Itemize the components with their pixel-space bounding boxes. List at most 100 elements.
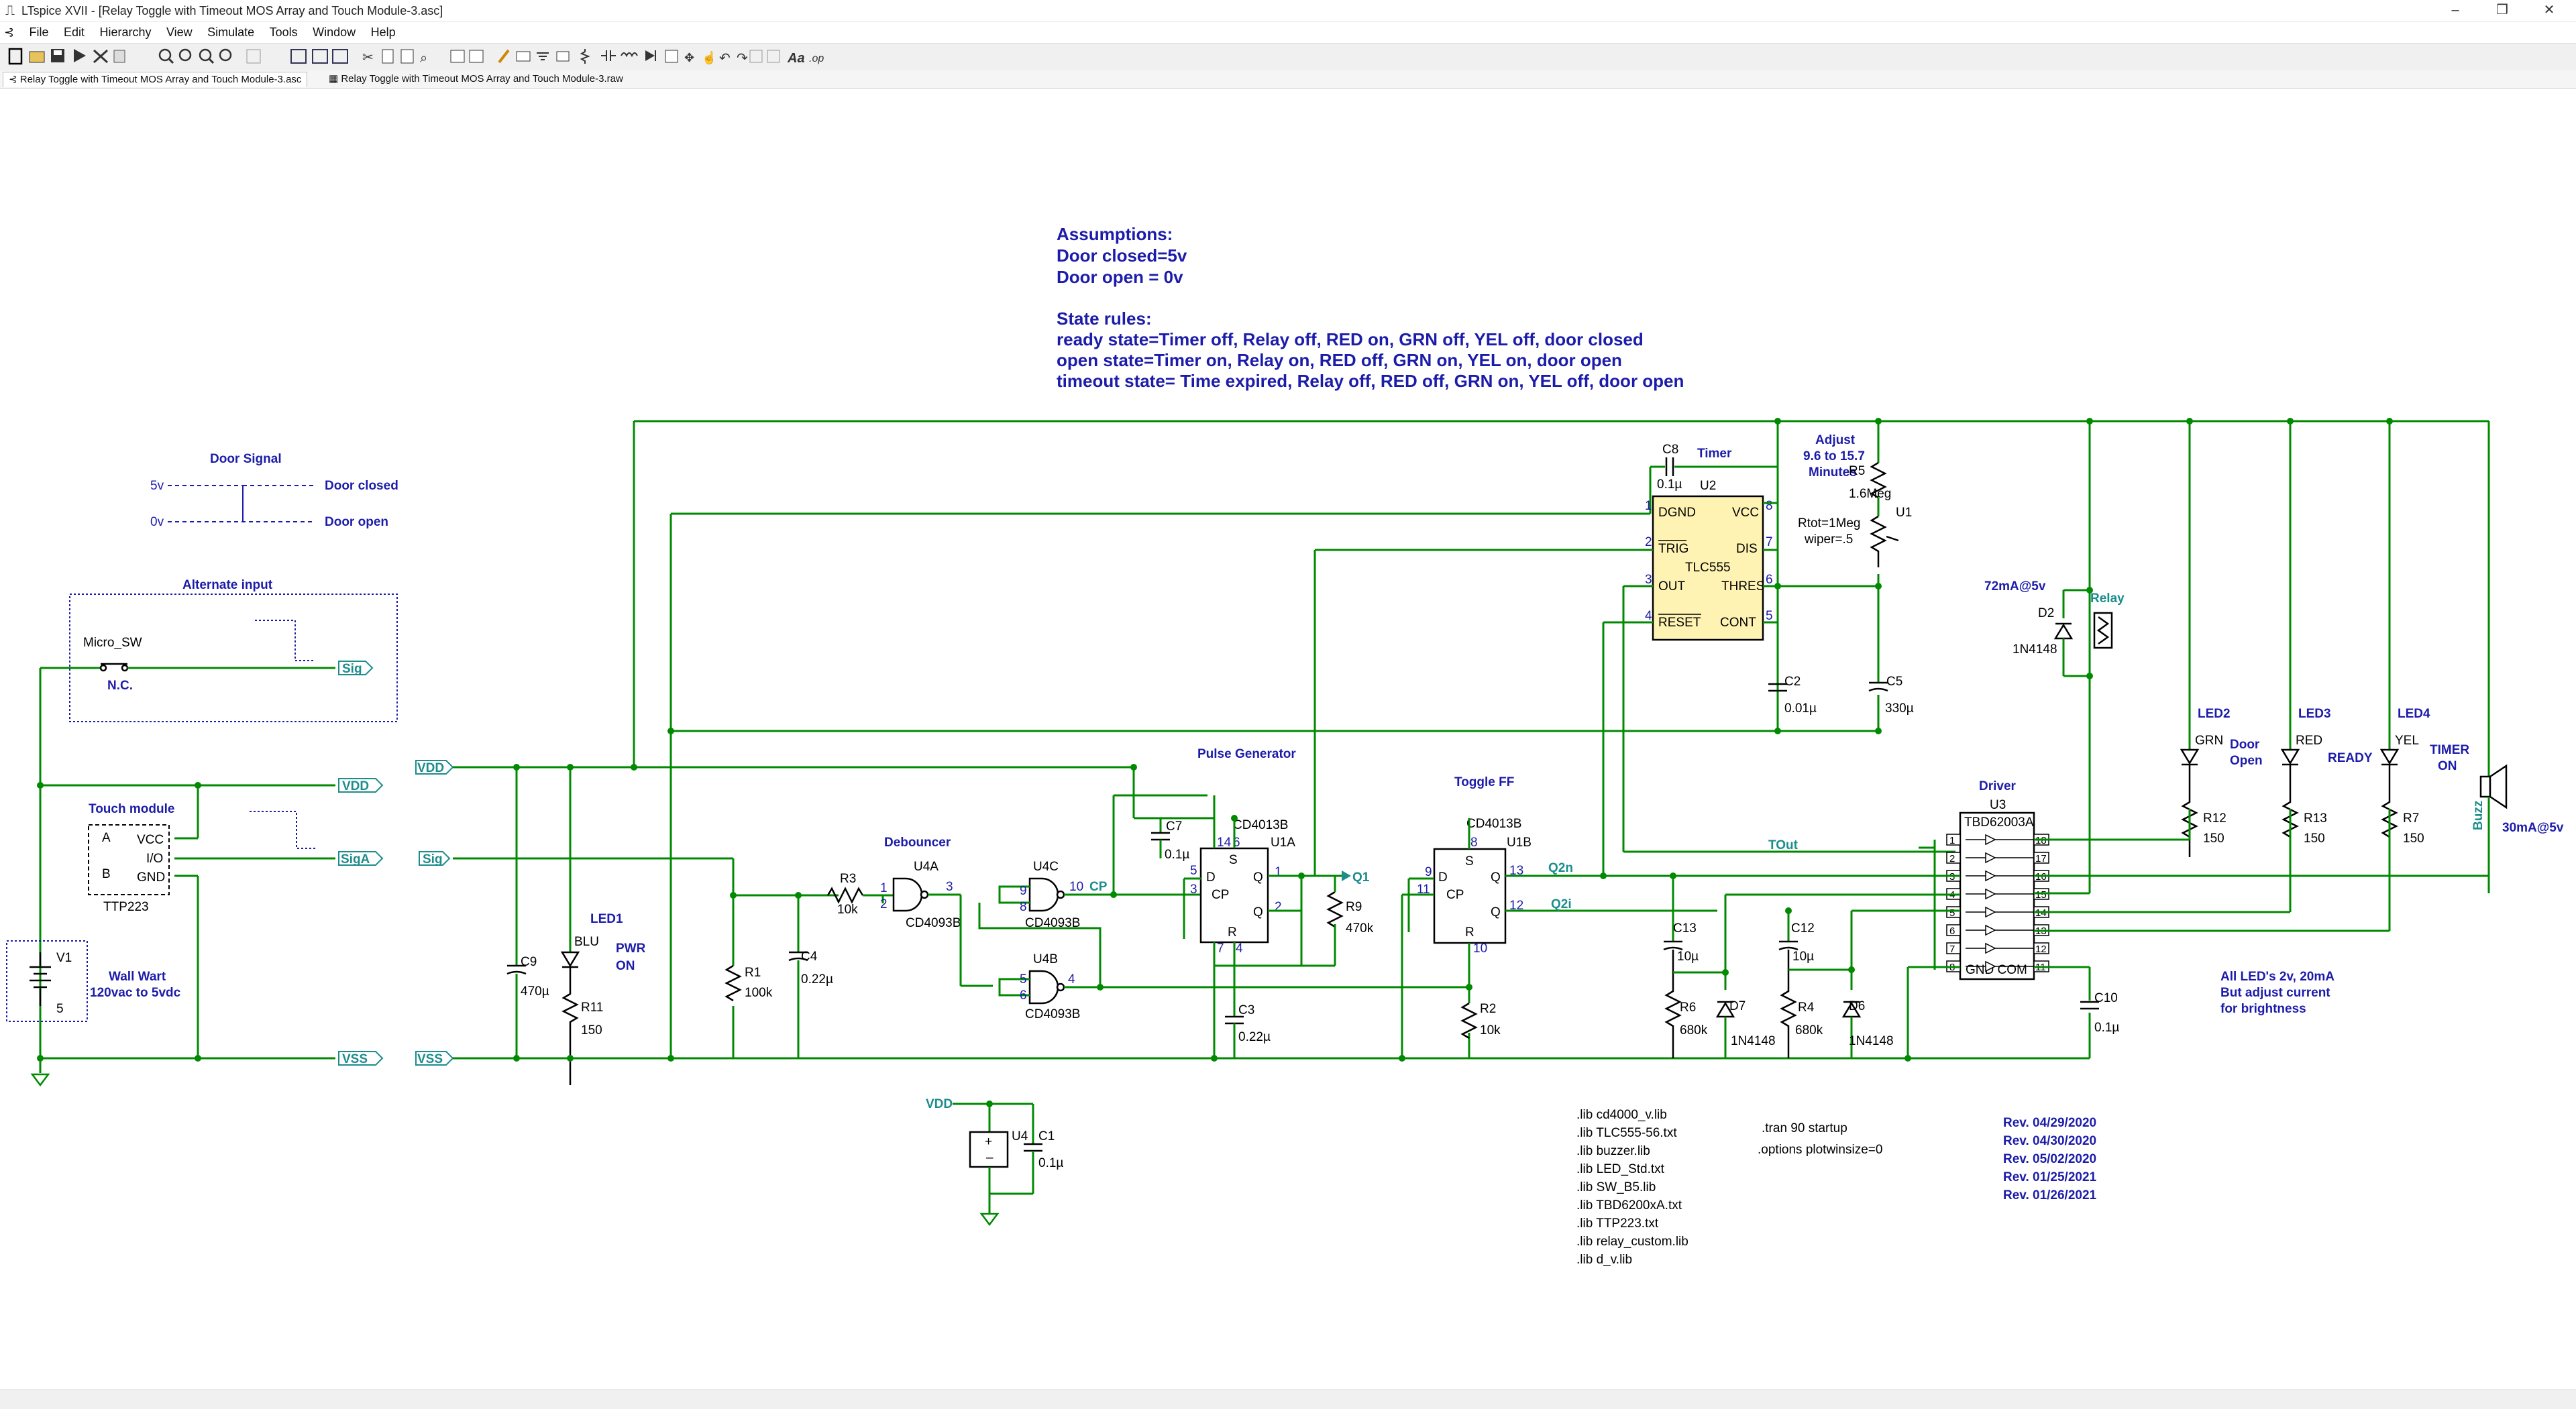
- timer-tlc555[interactable]: DGND VCC TRIG DIS TLC555 OUT THRES RESET…: [1645, 479, 1773, 641]
- net-label-sig-2: Sig: [419, 851, 451, 866]
- svg-text:C5: C5: [1886, 675, 1902, 689]
- resistor-r6[interactable]: R6 680k: [1664, 950, 1708, 1058]
- ground-icon[interactable]: [537, 52, 549, 60]
- flipflop-u1a[interactable]: S D CP Q Q R CD4013B U1A 14 6 5 3 1 2 7 …: [1190, 818, 1295, 956]
- potentiometer-u1[interactable]: U1: [1870, 506, 1912, 567]
- zoom-in-icon[interactable]: [158, 48, 174, 64]
- move-icon[interactable]: ✥: [684, 51, 694, 64]
- resistor-r1[interactable]: R1 100k: [724, 964, 773, 1002]
- component-icon[interactable]: [665, 50, 678, 63]
- spice-directive-icon[interactable]: .op: [809, 53, 824, 64]
- nand-u4c[interactable]: U4C CD4093B: [1025, 860, 1080, 930]
- find-icon[interactable]: ⌕: [420, 51, 427, 66]
- resistor-r3[interactable]: R3 10k: [826, 872, 864, 917]
- tile-icon[interactable]: [290, 49, 307, 64]
- menu-file[interactable]: File: [29, 25, 49, 39]
- menu-help[interactable]: Help: [370, 25, 396, 39]
- close-button[interactable]: ✕: [2543, 3, 2555, 17]
- cut-icon[interactable]: ✂: [362, 50, 374, 65]
- nand-u4b[interactable]: U4B CD4093B: [1025, 952, 1080, 1021]
- svg-text:7: 7: [1949, 944, 1955, 955]
- svg-text:12: 12: [1509, 899, 1523, 913]
- touch-module[interactable]: Touch module A B VCC I/O GND TTP223: [88, 802, 317, 914]
- led4-yellow[interactable]: LED4 YEL TIMER ON R7 150: [2379, 418, 2469, 857]
- resistor-r9[interactable]: R9 470k: [1326, 876, 1374, 966]
- undo-icon[interactable]: ↶: [719, 51, 731, 66]
- text-icon[interactable]: Aa: [787, 51, 805, 66]
- pan-icon[interactable]: [178, 48, 192, 62]
- halt-icon[interactable]: [93, 49, 109, 64]
- svg-text:READY: READY: [2328, 751, 2373, 765]
- resistor-r5[interactable]: R5 1.6Meg: [1849, 461, 1891, 516]
- resistor-r4[interactable]: R4 680k: [1780, 950, 1823, 1058]
- svg-text:All LED's 2v, 20mA: All LED's 2v, 20mA: [2220, 970, 2334, 984]
- menu-hierarchy[interactable]: Hierarchy: [99, 25, 152, 39]
- capacitor-c2[interactable]: C2 0.01µ: [1768, 675, 1817, 716]
- print-icon[interactable]: [469, 50, 484, 63]
- u4-supply-group[interactable]: VDD + – U4 C1 0.1µ: [926, 1097, 1063, 1227]
- tile-vert-icon[interactable]: [332, 49, 348, 64]
- menu-tools[interactable]: Tools: [269, 25, 298, 39]
- copy-icon[interactable]: [382, 49, 394, 64]
- inductor-icon[interactable]: [621, 52, 638, 58]
- diode-d7[interactable]: D7 1N4148: [1673, 895, 1776, 1058]
- restore-button[interactable]: ❐: [2496, 3, 2508, 17]
- open-icon[interactable]: [29, 51, 45, 63]
- label-net-icon[interactable]: [516, 51, 531, 62]
- capacitor-c3[interactable]: C3 0.22µ: [1225, 966, 1271, 1058]
- grid-icon[interactable]: [246, 49, 261, 64]
- led3-red[interactable]: LED3 RED READY R13 150: [2280, 418, 2373, 857]
- resistor-r11[interactable]: R11 150: [561, 967, 603, 1085]
- save-icon[interactable]: [51, 49, 64, 62]
- new-schematic-icon[interactable]: [8, 48, 23, 65]
- tab-raw[interactable]: ▦ Relay Toggle with Timeout MOS Array an…: [329, 73, 623, 84]
- drag-icon[interactable]: ☝: [702, 50, 716, 65]
- driver-tbd62003a[interactable]: U3 TBD62003A GND COM: [1959, 798, 2035, 980]
- svg-text:120vac to 5vdc: 120vac to 5vdc: [90, 986, 181, 1000]
- svg-text:30mA@5v: 30mA@5v: [2502, 821, 2564, 835]
- wall-wart-source[interactable]: V1 5 Wall Wart 120vac to 5vdc: [6, 940, 181, 1087]
- diode-d6[interactable]: D6 1N4148: [1788, 911, 1894, 1058]
- menu-view[interactable]: View: [166, 25, 193, 39]
- run-icon[interactable]: [74, 49, 86, 62]
- flipflop-u1b[interactable]: S D CP Q Q R CD4013B U1B 8 9 11 13 12 10: [1417, 817, 1532, 956]
- mdi-icon[interactable]: ⊰: [4, 25, 15, 39]
- window-title: LTspice XVII - [Relay Toggle with Timeou…: [21, 4, 443, 17]
- capacitor-c5[interactable]: C5 330µ: [1868, 675, 1914, 716]
- capacitor-icon[interactable]: [601, 50, 616, 61]
- resistor-icon[interactable]: [580, 49, 590, 64]
- pencil-icon[interactable]: [498, 49, 510, 64]
- capacitor-c4[interactable]: C4 0.22µ: [788, 950, 833, 987]
- minimize-button[interactable]: –: [2451, 3, 2459, 17]
- menu-window[interactable]: Window: [313, 25, 356, 39]
- menu-simulate[interactable]: Simulate: [207, 25, 255, 39]
- buzzer[interactable]: Buzz 30mA@5v: [2471, 764, 2564, 835]
- mirror-icon[interactable]: [767, 50, 780, 63]
- capacitor-c10[interactable]: C10 0.1µ: [2080, 991, 2119, 1035]
- capacitor-c7[interactable]: C7 0.1µ: [1151, 818, 1189, 862]
- capacitor-c8[interactable]: C8 0.1µ: [1650, 443, 1778, 492]
- nand-u4a[interactable]: U4A CD4093B: [892, 860, 961, 930]
- cascade-icon[interactable]: [312, 49, 328, 64]
- rotate-icon[interactable]: [749, 50, 763, 63]
- redo-icon[interactable]: ↷: [737, 51, 748, 66]
- hand-icon[interactable]: [113, 50, 125, 63]
- led1-blue[interactable]: LED1 BLU PWR ON: [560, 767, 646, 973]
- tab-schematic[interactable]: ⊰ Relay Toggle with Timeout MOS Array an…: [3, 72, 308, 87]
- paste-icon[interactable]: [400, 49, 414, 64]
- led2-green[interactable]: LED2 GRN Door Open R12 150: [2180, 418, 2263, 857]
- schematic-canvas[interactable]: Assumptions: Door closed=5v Door open = …: [0, 89, 2576, 1390]
- label-icon[interactable]: [556, 51, 570, 62]
- diode-icon[interactable]: [645, 50, 656, 61]
- svg-text:CP: CP: [1212, 888, 1229, 902]
- zoom-fit-icon[interactable]: [219, 48, 232, 62]
- zoom-out-icon[interactable]: [199, 48, 215, 64]
- menu-edit[interactable]: Edit: [64, 25, 85, 39]
- capacitor-c12[interactable]: C12 10µ: [1778, 907, 1815, 964]
- capacitor-c13[interactable]: C13 10µ: [1663, 872, 1699, 964]
- print-setup-icon[interactable]: [450, 50, 465, 63]
- resistor-r2[interactable]: R2 10k: [1460, 1002, 1501, 1039]
- relay-group[interactable]: 72mA@5v D2 1N4148 Relay: [1984, 418, 2125, 731]
- capacitor-c9[interactable]: C9 470µ: [506, 767, 549, 1058]
- micro-switch[interactable]: [40, 663, 335, 672]
